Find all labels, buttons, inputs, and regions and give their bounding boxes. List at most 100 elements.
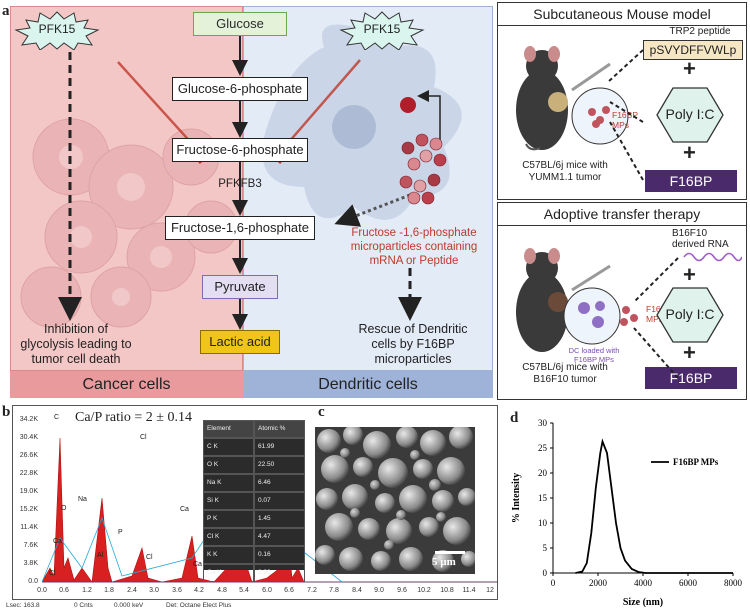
x-tick-label: 4000 bbox=[634, 578, 653, 588]
table-row: Cl K 4.47 bbox=[203, 528, 305, 546]
subq-f16bp-box: F16BP bbox=[645, 170, 737, 192]
edx-xtick: 4.2 bbox=[194, 587, 204, 594]
edx-xtick: 9.0 bbox=[374, 587, 384, 594]
adoptive-polyic-hexagon-icon bbox=[656, 287, 724, 343]
table-cell: 0.16 bbox=[254, 546, 305, 564]
edx-status-bar: Lsec: 163.8 0 Cnts 0.000 keV Det: Octane… bbox=[6, 602, 306, 612]
dendritic-cell-illustration bbox=[262, 22, 462, 220]
subq-plus-2: + bbox=[683, 140, 696, 165]
edx-xtick: 10.2 bbox=[417, 587, 431, 594]
adoptive-plus-1: + bbox=[683, 262, 696, 287]
edx-xtick: 3.6 bbox=[172, 587, 182, 594]
subq-mps-label: F16BP MPs bbox=[612, 110, 638, 130]
table-row: P K 1.45 bbox=[203, 510, 305, 528]
rna-label: B16F10 derived RNA bbox=[672, 228, 729, 250]
rescue-caption: Rescue of Dendritic cells by F16BP micro… bbox=[358, 322, 468, 366]
subq-dashed-arrows bbox=[607, 49, 644, 181]
x-tick-label: 2000 bbox=[589, 578, 608, 588]
pfkfb3-label: PFKFB3 bbox=[218, 178, 262, 190]
edx-xtick: 2.4 bbox=[127, 587, 137, 594]
edx-peak-label: P bbox=[118, 529, 123, 536]
table-cell: Ca K bbox=[203, 564, 254, 582]
table-row: K K 0.16 bbox=[203, 546, 305, 564]
dendritic-cells-label: Dendritic cells bbox=[318, 376, 418, 393]
table-cell: 2.90 bbox=[254, 564, 305, 582]
table-row: Si K 0.07 bbox=[203, 492, 305, 510]
edx-xtick: 5.4 bbox=[239, 587, 249, 594]
edx-xtick: 7.8 bbox=[329, 587, 339, 594]
subq-polyic-hexagon-icon bbox=[656, 87, 724, 143]
cancer-cells-footer: Cancer cells bbox=[10, 371, 243, 398]
adoptive-mouse-icon bbox=[516, 248, 638, 352]
edx-xtick: 1.2 bbox=[82, 587, 92, 594]
edx-ytick: 22.8K bbox=[19, 470, 38, 477]
edx-xtick: 4.8 bbox=[217, 587, 227, 594]
table-cell: Na K bbox=[203, 474, 254, 492]
table-cell: P K bbox=[203, 510, 254, 528]
table-row: Ca K 2.90 bbox=[203, 564, 305, 582]
table-row: O K 22.50 bbox=[203, 456, 305, 474]
table-header: Element bbox=[203, 420, 254, 438]
subq-mouse-caption: C57BL/6j mice with YUMM1.1 tumor bbox=[522, 160, 608, 183]
edx-ytick: 11.4K bbox=[20, 524, 38, 531]
edx-peak-label: Cl bbox=[146, 554, 153, 561]
edx-xtick: 10.8 bbox=[440, 587, 454, 594]
edx-xtick: 0.0 bbox=[37, 587, 47, 594]
series-line bbox=[575, 438, 733, 574]
y-axis-label: % Intensity bbox=[511, 473, 522, 523]
y-tick-label: 25 bbox=[538, 443, 548, 453]
table-header: Atomic % bbox=[254, 420, 305, 438]
subq-plus-1: + bbox=[683, 56, 696, 81]
table-header-row: Element Atomic % bbox=[203, 420, 305, 438]
edx-xaxis: 0.0 0.6 1.2 1.8 2.4 3.0 3.6 4.2 4.8 5.4 … bbox=[30, 587, 495, 597]
legend-label: F16BP MPs bbox=[673, 457, 719, 467]
table-cell: C K bbox=[203, 438, 254, 456]
microparticles-caption: Fructose -1,6-phosphate microparticles c… bbox=[350, 227, 478, 267]
edx-ytick: 30.4K bbox=[19, 434, 38, 441]
status-kev: 0.000 keV bbox=[114, 602, 144, 609]
table-cell: 0.07 bbox=[254, 492, 305, 510]
edx-xtick: 3.0 bbox=[149, 587, 159, 594]
adoptive-title: Adoptive transfer therapy bbox=[498, 203, 746, 226]
panel-label-a: a bbox=[2, 3, 10, 19]
trp2-label: TRP2 peptide bbox=[669, 26, 731, 37]
x-axis-label: Size (nm) bbox=[623, 597, 663, 608]
table-cell: 22.50 bbox=[254, 456, 305, 474]
adoptive-plus-2: + bbox=[683, 340, 696, 365]
status-detector: Det: Octane Elect Plus bbox=[166, 602, 232, 609]
dendritic-cells-footer: Dendritic cells bbox=[243, 371, 493, 398]
table-cell: 6.46 bbox=[254, 474, 305, 492]
sem-scale-bar-label: 5 µm bbox=[432, 556, 456, 568]
edx-xtick: 12 bbox=[486, 587, 494, 594]
edx-xtick: 6.0 bbox=[262, 587, 272, 594]
edx-xtick: 8.4 bbox=[352, 587, 362, 594]
glucose-node: Glucose bbox=[193, 12, 287, 36]
dendritic-cells-region bbox=[243, 6, 493, 371]
table-cell: Si K bbox=[203, 492, 254, 510]
sem-image bbox=[315, 427, 475, 574]
edx-yaxis: 34.2K 30.4K 26.6K 22.8K 19.0K 15.2K 11.4… bbox=[4, 416, 40, 585]
internalized-mp-icon bbox=[400, 97, 416, 113]
edx-peak-label: Al bbox=[97, 552, 104, 559]
pyruvate-node: Pyruvate bbox=[202, 275, 278, 299]
table-cell: Cl K bbox=[203, 528, 254, 546]
edx-peak-label: Cl bbox=[49, 570, 56, 577]
table-cell: K K bbox=[203, 546, 254, 564]
subcutaneous-title: Subcutaneous Mouse model bbox=[498, 3, 746, 26]
microparticles-cluster-icon bbox=[399, 133, 447, 205]
pfk15-right-star-icon bbox=[339, 11, 425, 50]
f6p-node: Fructose-6-phosphate bbox=[172, 138, 308, 162]
edx-peak-label: Cl bbox=[140, 434, 147, 441]
edx-peak-label: Ca bbox=[53, 538, 62, 545]
x-tick-label: 8000 bbox=[724, 578, 743, 588]
adoptive-polyic-label: Poly I:C bbox=[665, 306, 715, 322]
cancer-cells-label: Cancer cells bbox=[82, 376, 171, 393]
y-tick-label: 10 bbox=[538, 518, 548, 528]
table-row: Na K 6.46 bbox=[203, 474, 305, 492]
panel-label-d: d bbox=[510, 410, 519, 426]
ca-p-ratio: Ca/P ratio = 2 ± 0.14 bbox=[75, 410, 192, 425]
pfk15-right-label: PFK15 bbox=[363, 22, 401, 36]
panel-label-b: b bbox=[2, 404, 11, 420]
adoptive-mouse-caption: C57BL/6j mice with B16F10 tumor bbox=[522, 362, 608, 385]
